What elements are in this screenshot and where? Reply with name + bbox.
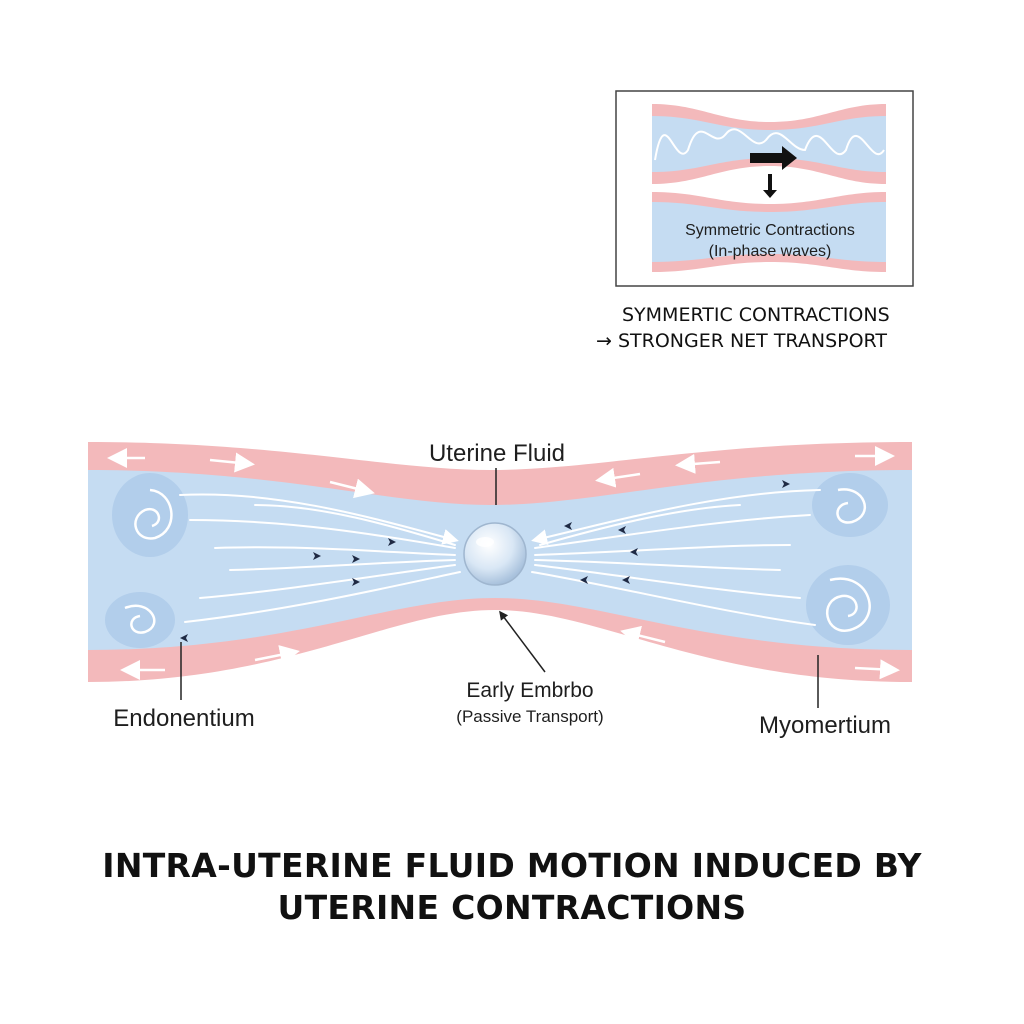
note-line2: → STRONGER NET TRANSPORT [596, 330, 887, 352]
vortex-left-upper [112, 473, 188, 557]
diagram-title-line1: INTRA-UTERINE FLUID MOTION INDUCED BY [102, 846, 922, 885]
wall-flow-arrows [107, 446, 900, 680]
embryo-leader [499, 610, 546, 673]
vortex-right-upper [812, 473, 888, 537]
myometrium-label: Myomertium [759, 712, 891, 739]
inset-lower-fluid [652, 202, 886, 262]
vortex-left-lower [105, 592, 175, 648]
endometrium-label: Endonentium [113, 705, 254, 732]
inset-forward-arrow [750, 146, 797, 170]
flow-streamlines [179, 489, 821, 626]
inset-caption-line1: Symmetric Contractions [685, 222, 855, 239]
note-line1: SYMMERTIC CONTRACTIONS [622, 304, 890, 326]
vortex-right-lower [806, 565, 890, 645]
uterine-fluid-label: Uterine Fluid [429, 440, 565, 467]
diagram-labels: Uterine Fluid Early Embrbo (Passive Tran… [113, 440, 891, 739]
diagram-title-line2: UTERINE CONTRACTIONS [277, 888, 747, 927]
inset-caption-line2: (In-phase waves) [709, 243, 832, 260]
inset-down-arrow [763, 174, 777, 198]
uterine-channel [88, 442, 912, 682]
embryo-label-line2: (Passive Transport) [456, 707, 603, 726]
inset-panel: Symmetric Contractions (In-phase waves) [615, 90, 914, 287]
embryo-label-line1: Early Embrbo [466, 679, 593, 702]
inset-upper-fluid [652, 116, 886, 172]
early-embryo [463, 522, 527, 586]
flow-chevrons [180, 480, 790, 642]
inset-wave-line [654, 128, 885, 161]
